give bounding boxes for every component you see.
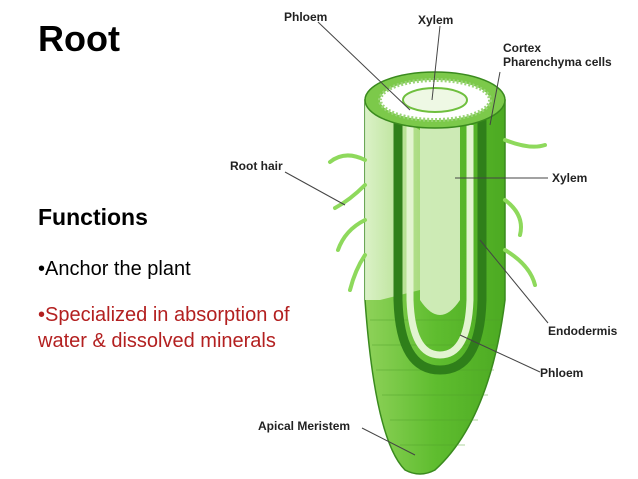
root-hairs xyxy=(328,138,547,292)
label-cortex: Cortex xyxy=(503,41,541,55)
label-endodermis: Endodermis xyxy=(548,324,618,338)
root-cutaway xyxy=(365,100,420,300)
vascular-core xyxy=(406,125,474,359)
label-xylem-top: Xylem xyxy=(418,13,453,27)
label-phloem-top: Phloem xyxy=(284,10,327,24)
functions-heading: Functions xyxy=(38,204,148,230)
xylem-core xyxy=(420,115,460,315)
label-parenchyma: Pharenchyma cells xyxy=(503,55,612,69)
label-apical-meristem: Apical Meristem xyxy=(258,419,350,433)
label-xylem-right: Xylem xyxy=(552,171,587,185)
bullet-absorption: •Specialized in absorption of water & di… xyxy=(38,304,290,352)
bullet-anchor: •Anchor the plant xyxy=(38,258,191,280)
slide-title: Root xyxy=(38,18,120,59)
endodermis-loop xyxy=(393,120,487,375)
label-phloem-right: Phloem xyxy=(540,366,583,380)
label-root-hair: Root hair xyxy=(230,159,283,173)
